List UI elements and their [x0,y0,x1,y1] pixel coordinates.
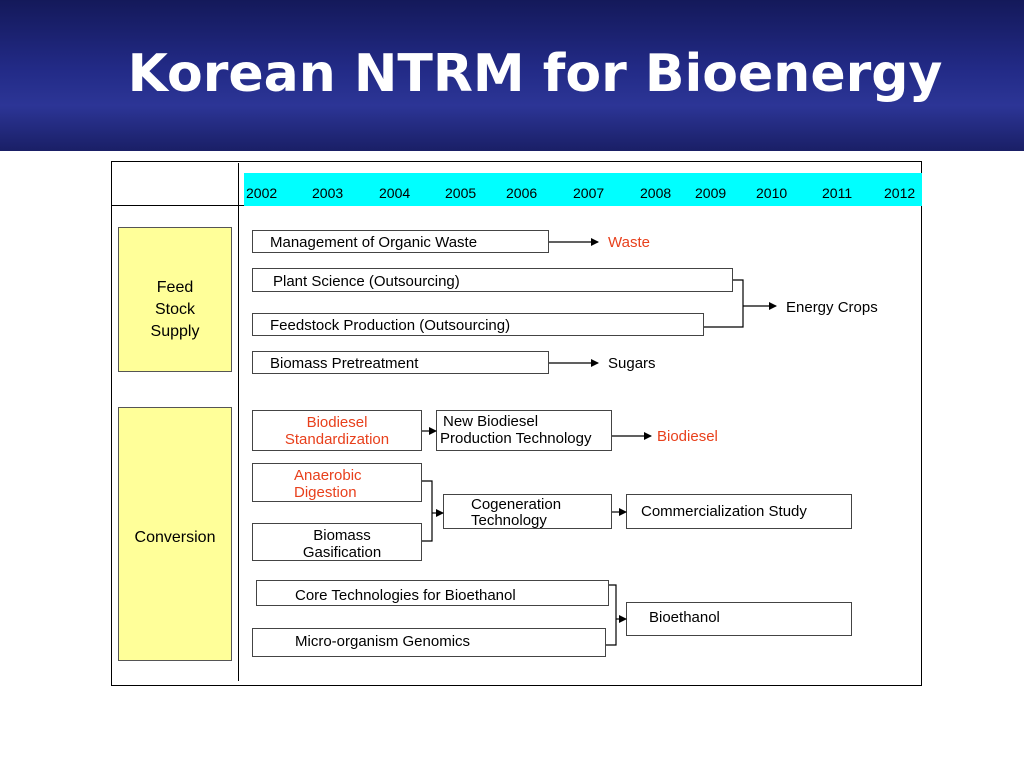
roadmap-frame [111,161,922,686]
box-anaerobic-digestion [252,463,422,502]
box-commercialization-study [626,494,852,529]
year-label: 2010 [756,185,788,201]
category-divider [238,163,239,681]
bracket-energy-crops [704,279,744,328]
year-label: 2011 [822,185,853,201]
box-new-biodiesel [436,410,612,451]
timeline-band [244,173,922,206]
box-label: Technology [471,512,547,529]
year-label: 2006 [506,185,538,201]
box-label: Production Technology [440,430,592,447]
bracket-to-bioethanol [606,584,617,646]
year-label: 2004 [379,185,411,201]
box-microorganism-genomics [252,628,606,657]
slide-title: Korean NTRM for Bioenergy [127,44,943,104]
year-label: 2002 [246,185,278,201]
box-label: Management of Organic Waste [270,234,478,251]
output-energy-crops: Energy Crops [786,299,878,316]
box-label: Anaerobic Digestion [294,467,362,501]
box-bioethanol [626,602,852,636]
category-conversion: Conversion [118,407,232,661]
year-label: 2005 [445,185,477,201]
output-waste: Waste [608,234,650,251]
box-label: Biodiesel Standardization [284,414,390,448]
box-biomass-gasification [252,523,422,561]
output-biodiesel: Biodiesel [657,428,718,445]
box-label: Core Technologies for Bioethanol [295,587,516,604]
output-sugars: Sugars [608,355,656,372]
box-plant-science [252,268,733,292]
box-organic-waste [252,230,549,253]
category-feedstock-supply: Feed Stock Supply [118,227,232,372]
box-biomass-pretreatment [252,351,549,374]
box-label: New Biodiesel [443,413,539,430]
box-label: Micro-organism Genomics [295,633,471,650]
title-banner [0,0,1024,151]
year-label: 2003 [312,185,344,201]
box-biodiesel-standardization [252,410,422,451]
category-label: Feed Stock Supply [150,279,200,340]
box-label: Plant Science (Outsourcing) [273,273,460,290]
box-label: Commercialization Study [641,503,807,520]
box-label: Cogeneration [471,496,562,513]
box-bioethanol-core [256,580,609,606]
year-label: 2012 [884,185,916,201]
box-label: Feedstock Production (Outsourcing) [270,317,511,334]
box-cogeneration [443,494,612,529]
year-label: 2008 [640,185,672,201]
category-label: Conversion [134,529,216,546]
year-label: 2009 [695,185,727,201]
bracket-to-cogeneration [422,480,433,542]
box-label: Bioethanol [649,609,720,626]
year-label: 2007 [573,185,605,201]
box-label: Biomass Gasification [302,527,382,561]
box-label: Biomass Pretreatment [270,355,419,372]
box-feedstock-production [252,313,704,336]
header-divider [112,205,244,206]
